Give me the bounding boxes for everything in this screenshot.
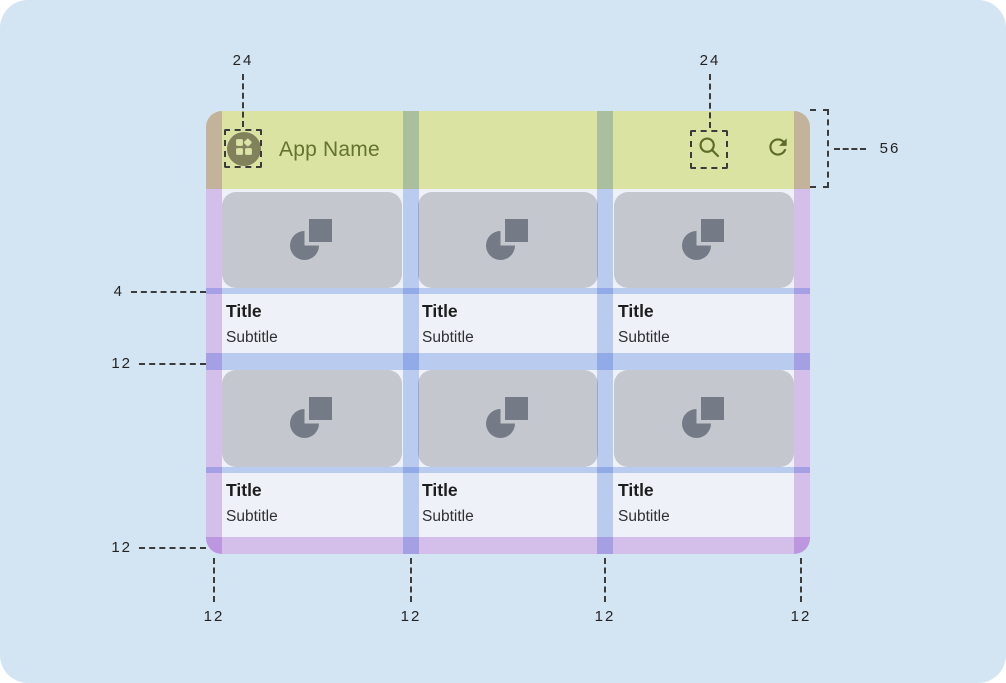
card-title: Title (422, 301, 458, 321)
measure-line (827, 109, 829, 188)
card-image[interactable] (614, 370, 794, 467)
app-avatar-button[interactable] (227, 132, 261, 166)
spacing-overlay-12-rows (206, 353, 810, 370)
card-subtitle: Subtitle (422, 508, 474, 525)
measure-leader (834, 148, 866, 150)
refresh-button[interactable] (765, 136, 791, 162)
card-image[interactable] (614, 192, 794, 288)
image-placeholder-icon (480, 210, 536, 271)
measure-line (800, 558, 802, 602)
card-subtitle: Subtitle (618, 329, 670, 346)
card-text[interactable]: Title Subtitle (418, 294, 598, 353)
widgets-icon (234, 137, 254, 162)
card-text[interactable]: Title Subtitle (614, 473, 794, 537)
card-text[interactable]: Title Subtitle (418, 473, 598, 537)
measure-label-12-gutter1: 12 (400, 608, 422, 625)
measure-label-12-bottom-margin: 12 (111, 539, 132, 556)
card-title: Title (618, 480, 654, 500)
measure-label-24-right: 24 (699, 52, 721, 69)
measure-label-12-rowgap: 12 (111, 355, 132, 372)
measure-tick (810, 186, 829, 188)
card-image[interactable] (222, 370, 402, 467)
card-title: Title (422, 480, 458, 500)
card-title: Title (226, 480, 262, 500)
image-placeholder-icon (676, 388, 732, 449)
card-subtitle: Subtitle (226, 329, 278, 346)
card-title: Title (618, 301, 654, 321)
card-text[interactable]: Title Subtitle (222, 473, 402, 537)
leading-icon-bounds (224, 129, 262, 168)
measure-label-24-left: 24 (232, 52, 254, 69)
image-placeholder-icon (284, 388, 340, 449)
measure-label-12-right-margin: 12 (790, 608, 812, 625)
search-icon-bounds (690, 130, 728, 169)
card-text[interactable]: Title Subtitle (222, 294, 402, 353)
card-title: Title (226, 301, 262, 321)
image-placeholder-icon (676, 210, 732, 271)
measure-line (139, 363, 206, 365)
card-text[interactable]: Title Subtitle (614, 294, 794, 353)
card-subtitle: Subtitle (422, 329, 474, 346)
measure-label-12-left-margin: 12 (203, 608, 225, 625)
card-image[interactable] (418, 192, 598, 288)
measure-label-56: 56 (879, 140, 901, 157)
search-icon (696, 134, 722, 165)
card-subtitle: Subtitle (226, 508, 278, 525)
card-image[interactable] (222, 192, 402, 288)
card-image[interactable] (418, 370, 598, 467)
measure-label-12-gutter2: 12 (594, 608, 616, 625)
measure-line (410, 558, 412, 602)
app-title: App Name (279, 138, 380, 161)
card-subtitle: Subtitle (618, 508, 670, 525)
search-button[interactable] (696, 136, 722, 162)
measure-line (709, 74, 711, 128)
measure-line (139, 547, 206, 549)
measure-tick (810, 109, 829, 111)
image-placeholder-icon (480, 388, 536, 449)
refresh-icon (765, 134, 791, 165)
measure-line (604, 558, 606, 602)
measure-label-4: 4 (113, 283, 124, 300)
measure-line (131, 291, 206, 293)
measure-line (242, 74, 244, 127)
margin-overlay-bottom (206, 537, 810, 554)
measure-line (213, 558, 215, 602)
image-placeholder-icon (284, 210, 340, 271)
